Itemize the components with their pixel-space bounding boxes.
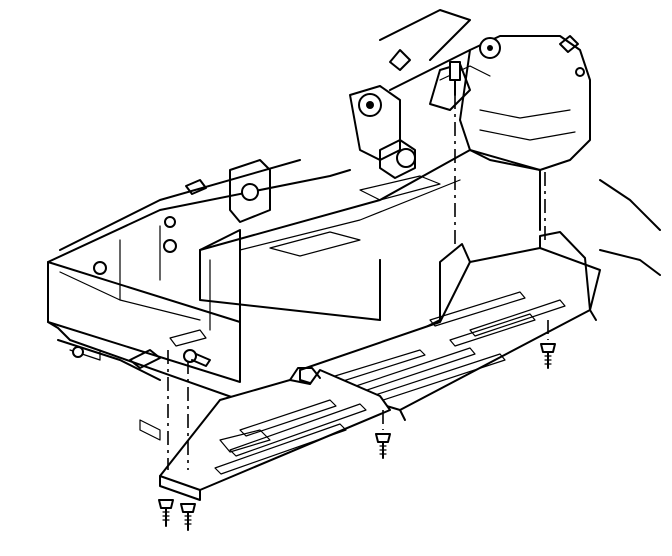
- frame-bracket: [185, 9, 471, 223]
- shield-bolt-right: [540, 343, 556, 369]
- shield-bolt-center: [375, 433, 391, 459]
- shield-bolt-left-1: [158, 499, 174, 527]
- strap-bolt: [449, 61, 461, 96]
- alignment-lines: [167, 95, 549, 470]
- frame-bracket-bolt: [169, 329, 211, 367]
- fuel-tank-shield-front: [159, 367, 391, 501]
- vehicle-frame: [47, 159, 351, 441]
- shield-bolt-left-2: [180, 503, 196, 531]
